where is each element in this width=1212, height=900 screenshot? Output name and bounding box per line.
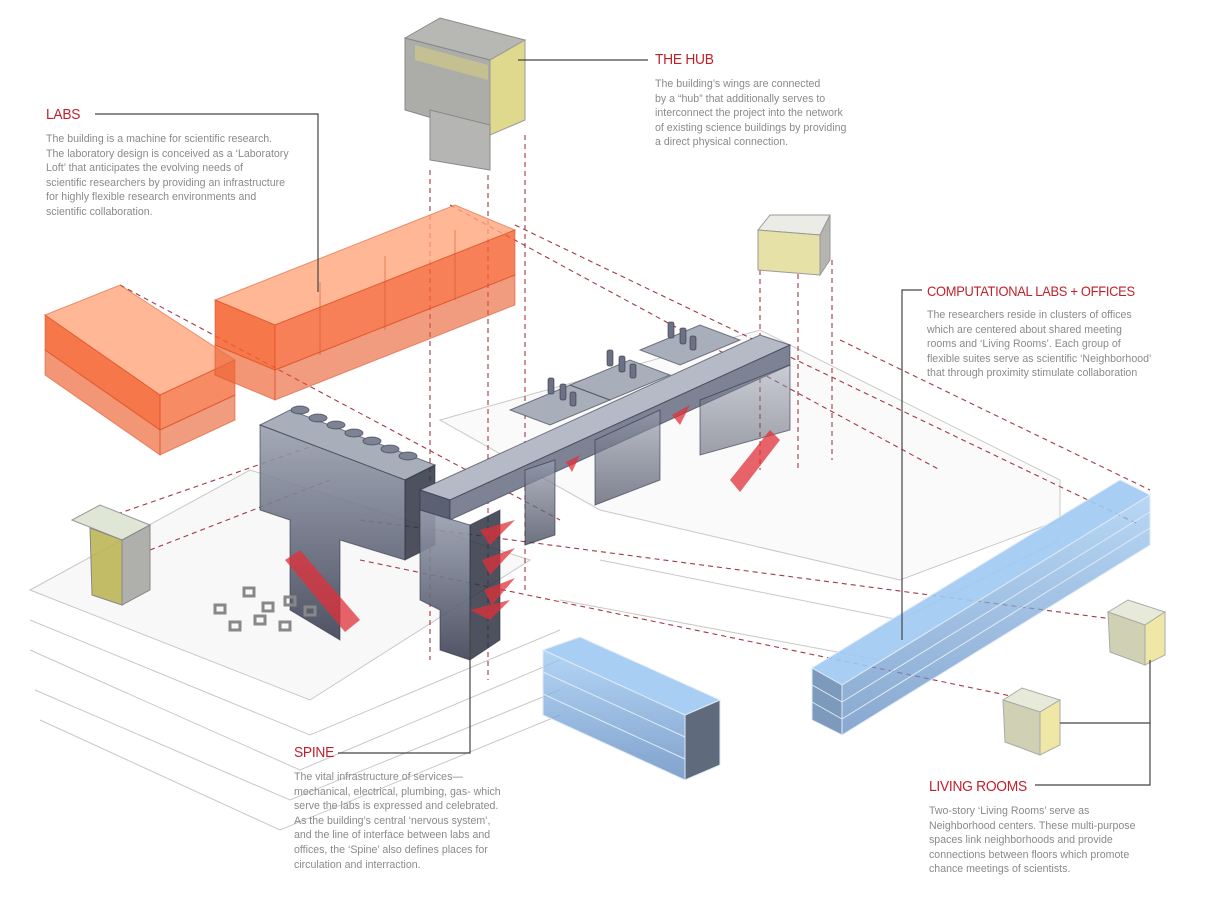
spine-line: serve the labs is expressed and celebrat… [294, 800, 499, 813]
circulation-stairs [285, 405, 780, 632]
hub-line: of existing science buildings by providi… [655, 121, 847, 134]
hub-block-top [403, 17, 527, 171]
living-rooms-line: connections between floors which promote [929, 848, 1130, 861]
offices-description: The researchers reside in clusters of of… [927, 308, 1153, 381]
spine-line: The vital infrastructure of services— [294, 771, 463, 783]
living-rooms-description: Two-story ‘Living Rooms’ serve as Neighb… [929, 804, 1136, 877]
living-room-blocks-right [1001, 599, 1167, 756]
spine-description: The vital infrastructure of services— me… [294, 770, 501, 872]
offices-annotation: COMPUTATIONAL LABS + OFFICES The researc… [927, 282, 1153, 381]
spine-line: As the building’s central ‘nervous syste… [294, 814, 491, 827]
spine-bar [418, 334, 792, 661]
offices-line: The researchers reside in clusters of of… [927, 309, 1132, 321]
mechanical-stacks [290, 405, 418, 461]
labs-line: scientific researchers by providing an i… [46, 176, 286, 189]
offices-line: that through proximity stimulate collabo… [927, 367, 1138, 380]
spine-heading: SPINE [294, 744, 335, 761]
offices-heading: COMPUTATIONAL LABS + OFFICES [927, 283, 1135, 299]
hub-description: The building’s wings are connected by a … [655, 77, 846, 150]
labs-line: scientific collaboration. [46, 205, 153, 218]
offices-line: which are centered about shared meeting [927, 323, 1122, 336]
office-block-center [541, 636, 722, 781]
labs-line: The building is a machine for scientific… [46, 133, 273, 145]
living-rooms-annotation: LIVING ROOMS Two-story ‘Living Rooms’ se… [929, 778, 1136, 877]
hub-line: by a “hub” that additionally serves to [655, 92, 826, 105]
labs-line: for highly flexible research environment… [46, 191, 257, 204]
living-rooms-line: chance meetings of scientists. [929, 863, 1071, 876]
labs-annotation: LABS The building is a machine for scien… [46, 106, 289, 220]
spine-roof-units [508, 321, 742, 426]
living-rooms-leader [1035, 660, 1151, 786]
hub-block-right [757, 214, 831, 277]
courtyard-skylights [213, 586, 317, 632]
labs-block-right [213, 204, 517, 401]
spine-line: circulation and interraction. [294, 858, 421, 871]
living-rooms-heading: LIVING ROOMS [929, 778, 1027, 795]
office-blocks [541, 479, 1152, 781]
hub-annotation: THE HUB The building’s wings are connect… [655, 51, 846, 150]
labs-block-left [43, 284, 237, 456]
living-rooms-line: spaces link neighborhoods and provide [929, 834, 1113, 847]
offices-line: flexible suites serve as scientific ‘Nei… [927, 352, 1152, 365]
hub-line: interconnect the project into the networ… [655, 107, 843, 120]
living-rooms-line: Two-story ‘Living Rooms’ serve as [929, 805, 1090, 817]
spine-line: and the line of interface between labs a… [294, 829, 491, 842]
labs-line: The laboratory design is conceived as a … [46, 147, 289, 160]
exhaust-stacks [547, 321, 697, 407]
labs-leader [95, 113, 319, 292]
spine-line: mechanical, electrical, plumbing, gas- w… [294, 785, 501, 798]
labs-description: The building is a machine for scientific… [46, 132, 289, 220]
spine-leader [338, 620, 471, 754]
living-rooms-line: Neighborhood centers. These multi-purpos… [929, 819, 1136, 832]
labs-heading: LABS [46, 106, 81, 123]
hub-line: The building’s wings are connected [655, 78, 821, 90]
labs-line: Loft’ that anticipates the evolving need… [46, 162, 243, 175]
living-room-block-left [70, 504, 152, 606]
hub-line: a direct physical connection. [655, 136, 789, 149]
hub-heading: THE HUB [655, 51, 714, 68]
spine-line: offices, the ‘Spine’ also defines places… [294, 843, 488, 856]
offices-leader [901, 289, 922, 640]
spine-annotation: SPINE The vital infrastructure of servic… [294, 744, 501, 872]
offices-line: rooms and ‘Living Rooms’. Each group of [927, 338, 1121, 351]
spine-tower-left [258, 405, 437, 641]
leader-lines [95, 59, 1151, 786]
spine-blocks [258, 321, 792, 661]
labs-blocks [43, 204, 517, 456]
office-block-right [811, 479, 1152, 736]
